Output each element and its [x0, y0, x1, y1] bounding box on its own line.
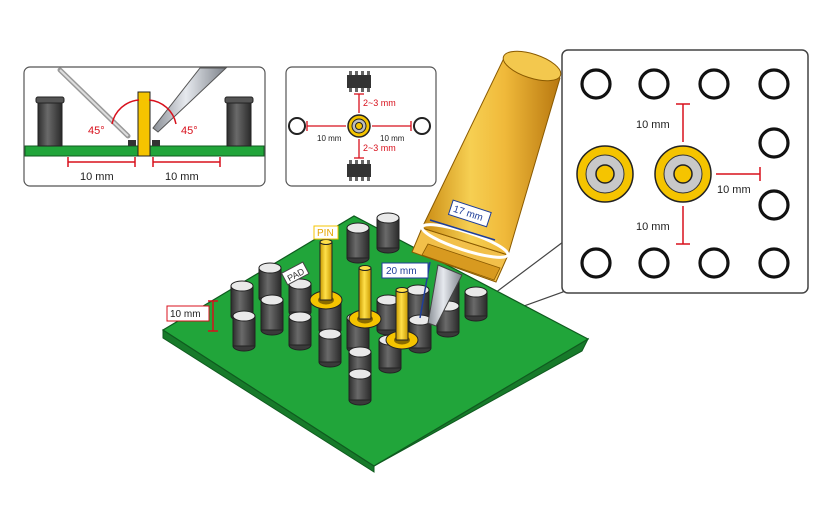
top-dim-left: 10 mm	[317, 134, 342, 143]
component-icon	[288, 311, 312, 351]
top-dim-right: 10 mm	[380, 134, 405, 143]
pad-icon	[654, 145, 712, 203]
component-icon	[347, 160, 371, 181]
board-components	[230, 212, 488, 406]
svg-text:PIN: PIN	[317, 228, 334, 239]
component-icon	[288, 278, 312, 318]
top-view-panel: 2~3 mm 2~3 mm 10 mm 10 mm	[285, 66, 437, 187]
side-dim-left: 10 mm	[80, 171, 114, 183]
component-icon	[347, 71, 371, 92]
board-pins	[309, 239, 419, 350]
pin-icon	[358, 267, 372, 320]
zoom-dim-bottom: 10 mm	[636, 221, 670, 233]
component-icon	[408, 314, 432, 354]
pin-label-tag: PIN	[313, 225, 339, 240]
angle-left-label: 45°	[88, 125, 105, 137]
zoom-dim-top: 10 mm	[636, 119, 670, 131]
height-dimension: 10 mm	[166, 300, 218, 332]
pin-icon	[395, 289, 409, 341]
pin-icon	[137, 91, 151, 157]
gap-top-label: 2~3 mm	[363, 98, 396, 108]
pin-icon	[319, 241, 333, 301]
component-icon	[318, 328, 342, 368]
component-icon	[346, 222, 370, 264]
component-icon	[464, 286, 488, 322]
svg-text:10 mm: 10 mm	[170, 309, 201, 320]
side-view-panel: 45° 45° 10 mm 10 mm	[23, 66, 266, 187]
component-icon	[35, 96, 65, 147]
pcb-board	[161, 215, 590, 473]
soldering-iron-icon	[152, 67, 228, 133]
component-icon	[348, 368, 372, 406]
pad-icon	[576, 145, 634, 203]
solder-wire-icon	[57, 67, 131, 139]
component-icon	[232, 310, 256, 352]
iron-diameter-dimension: 17 mm	[429, 199, 496, 241]
component-icon	[260, 294, 284, 336]
svg-text:20 mm: 20 mm	[386, 266, 417, 277]
component-icon	[376, 212, 400, 254]
side-dim-right: 10 mm	[165, 171, 199, 183]
gap-bottom-label: 2~3 mm	[363, 143, 396, 153]
iron-tip-dimension: 20 mm	[381, 261, 431, 319]
zoom-dim-right: 10 mm	[717, 184, 751, 196]
component-icon	[224, 96, 254, 147]
angle-right-label: 45°	[181, 125, 198, 137]
component-icon	[376, 294, 400, 336]
